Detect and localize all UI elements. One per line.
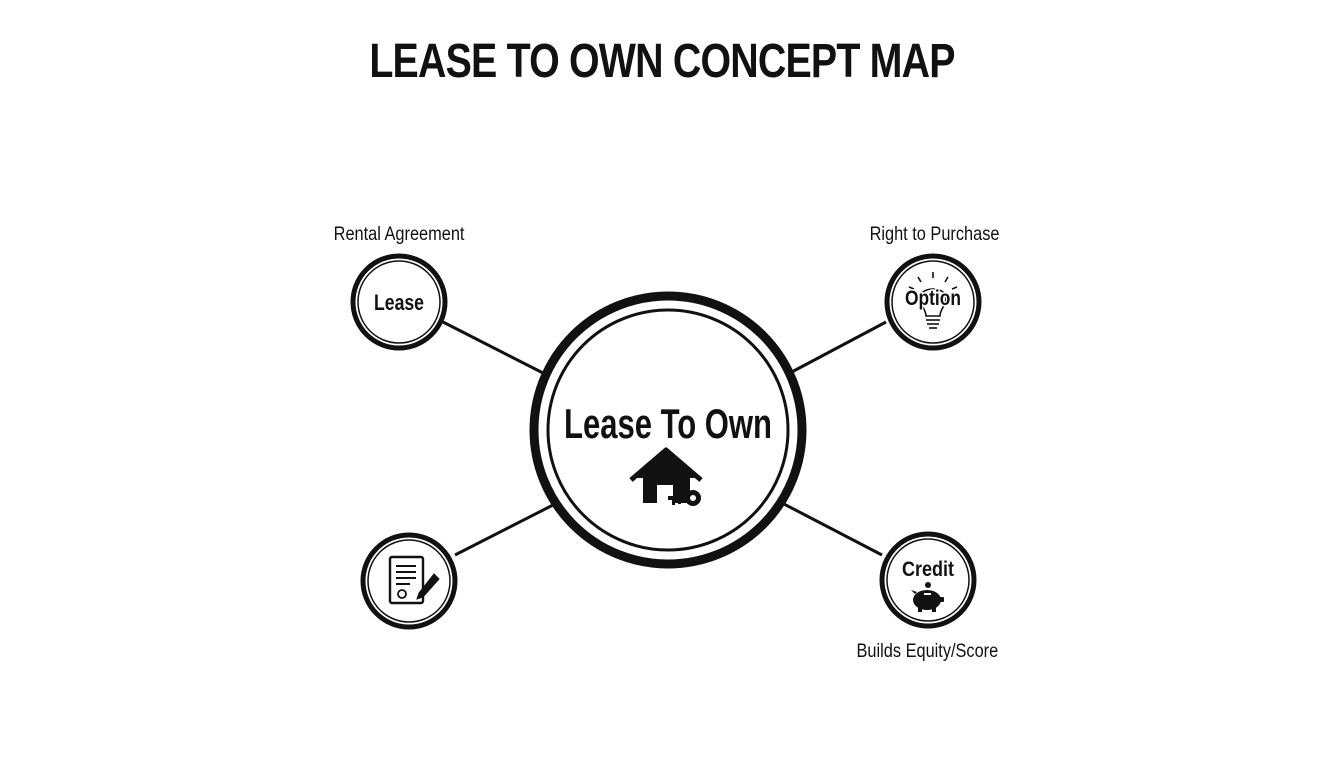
connector-lease	[442, 320, 546, 376]
credit-node: Credit	[879, 531, 977, 629]
contract-node	[360, 532, 458, 630]
connector-credit	[781, 501, 883, 557]
connector-option	[787, 320, 887, 376]
lightbulb-icon	[908, 272, 958, 329]
center-node-label: Lease To Own	[564, 400, 772, 447]
connectors	[442, 320, 887, 557]
page-title: LEASE TO OWN CONCEPT MAP	[369, 35, 955, 88]
lease-node: Lease	[350, 253, 448, 351]
option-node-label: Option	[905, 287, 961, 310]
document-pen-icon	[388, 555, 440, 605]
house-key-icon	[629, 447, 703, 506]
lease-caption: Rental Agreement	[333, 224, 465, 245]
connector-contract	[454, 503, 554, 557]
lease-node-label: Lease	[374, 290, 424, 315]
option-node: Option	[884, 253, 982, 351]
piggy-bank-icon	[911, 582, 944, 612]
center-node: Lease To Own	[529, 291, 807, 569]
credit-node-label: Credit	[902, 558, 954, 581]
option-caption: Right to Purchase	[869, 224, 1000, 245]
credit-caption: Builds Equity/Score	[856, 641, 999, 662]
